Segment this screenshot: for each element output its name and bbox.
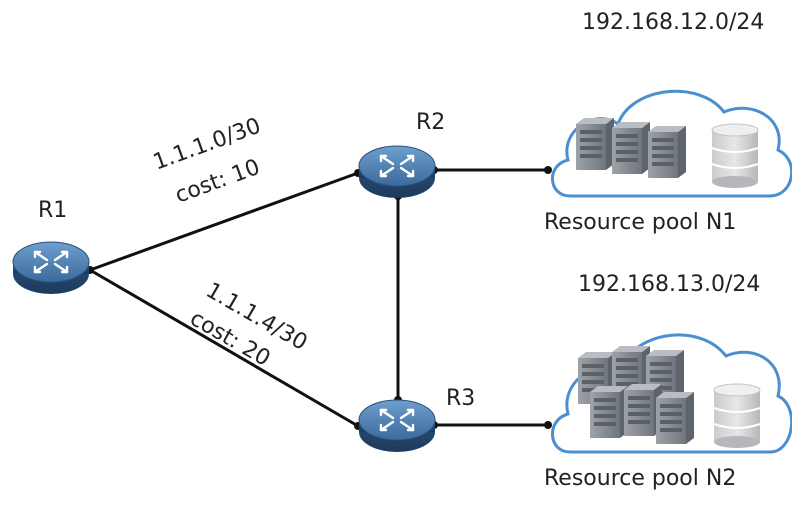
storage-icon-n1	[711, 123, 759, 189]
storage-icon-n2	[713, 383, 761, 449]
pool-network-n1: 192.168.12.0/24	[582, 10, 765, 35]
pool-network-n2: 192.168.13.0/24	[578, 272, 761, 297]
router-icon-r2	[357, 144, 437, 200]
server-group-n1	[576, 118, 686, 178]
pool-name-n1: Resource pool N1	[544, 210, 737, 235]
port-dot	[544, 166, 552, 174]
server-group-n2	[578, 346, 694, 444]
port-dot	[544, 421, 552, 429]
router-label-r3: R3	[446, 386, 476, 411]
pool-name-n2: Resource pool N2	[544, 466, 737, 491]
link-r1-r3	[89, 268, 359, 428]
router-icon-r1	[11, 240, 91, 296]
router-label-r2: R2	[416, 110, 446, 135]
router-icon-r3	[357, 398, 437, 454]
router-label-r1: R1	[38, 198, 68, 223]
link-r1-r2	[89, 171, 359, 272]
